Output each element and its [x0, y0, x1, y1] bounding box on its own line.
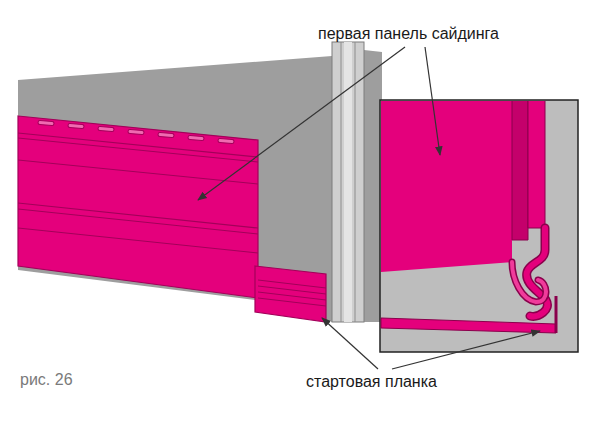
siding-panel: [18, 116, 258, 298]
leader-lines: [198, 47, 540, 369]
figure-caption: рис. 26: [20, 370, 73, 390]
part-label: первая панель сайдинга: [318, 24, 499, 44]
detail-inset: [380, 100, 578, 352]
starter-strip: [255, 266, 326, 322]
part-label: стартовая планка: [306, 372, 437, 392]
wall: [18, 56, 332, 322]
corner-post: [332, 42, 364, 322]
